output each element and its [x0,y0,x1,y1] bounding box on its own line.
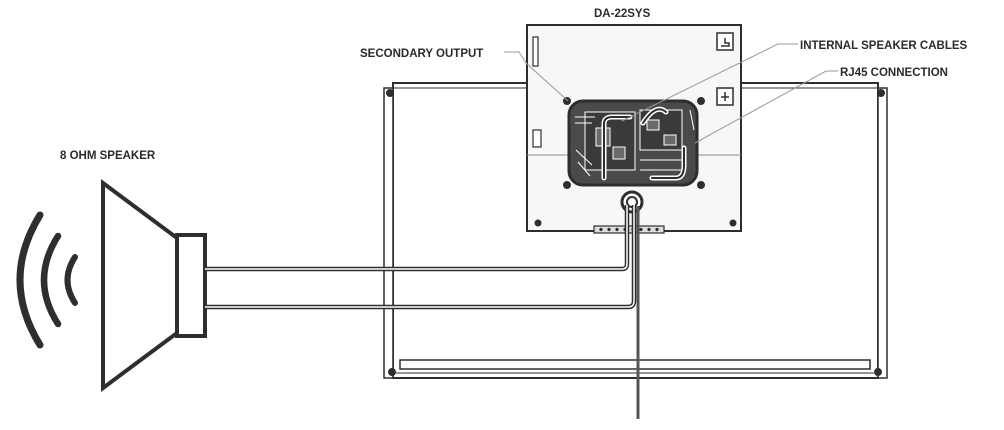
secondary-output-slot [532,36,539,67]
middle-right-button-glyph [721,92,729,101]
speaker-cable-upper-core [205,205,628,270]
amplifier-screw-bl [563,181,571,189]
top-right-button-glyph [721,38,730,47]
secondary-output-label: SECONDARY OUTPUT [360,48,483,60]
wall-plate-bottom-bar [399,359,871,370]
wall-plate-left-rail [383,87,394,379]
amplifier-foot-right [729,219,737,227]
sound-wave-inner [64,254,78,306]
internal-cables-drawing [601,106,687,181]
wall-plate-screw-br [874,368,882,376]
wall-plate-right-rail [877,87,888,379]
speaker-cone [101,179,179,392]
speaker-label: 8 OHM SPEAKER [60,150,156,162]
amplifier-screw-tr [697,97,705,105]
rj45-connection-leader [694,70,838,144]
speaker-cables [205,205,637,310]
wall-plate-screw-tl [386,89,394,97]
wall-plate-screw-bl [388,368,396,376]
internal-speaker-cables-leader [621,43,798,122]
amplifier-screw-br [697,181,705,189]
amplifier-unit [526,24,742,234]
secondary-output-leader [504,51,569,102]
sound-waves-icon [16,211,78,349]
sound-wave-middle [40,232,62,328]
device-model-label: DA-22SYS [594,8,651,20]
side-port [532,129,542,148]
internal-speaker-cables-label: INTERNAL SPEAKER CABLES [800,40,968,52]
rj45-connection-label: RJ45 CONNECTION [840,67,948,79]
speaker-icon [101,179,207,392]
amplifier-foot-left [534,219,542,227]
speaker-cable-lower-core [205,205,635,308]
speaker-magnet [175,233,207,338]
circuit-board [575,109,695,177]
sound-wave-outer [16,211,44,349]
amplifier-screw-tl [563,97,571,105]
wall-plate-screw-tr [877,89,885,97]
